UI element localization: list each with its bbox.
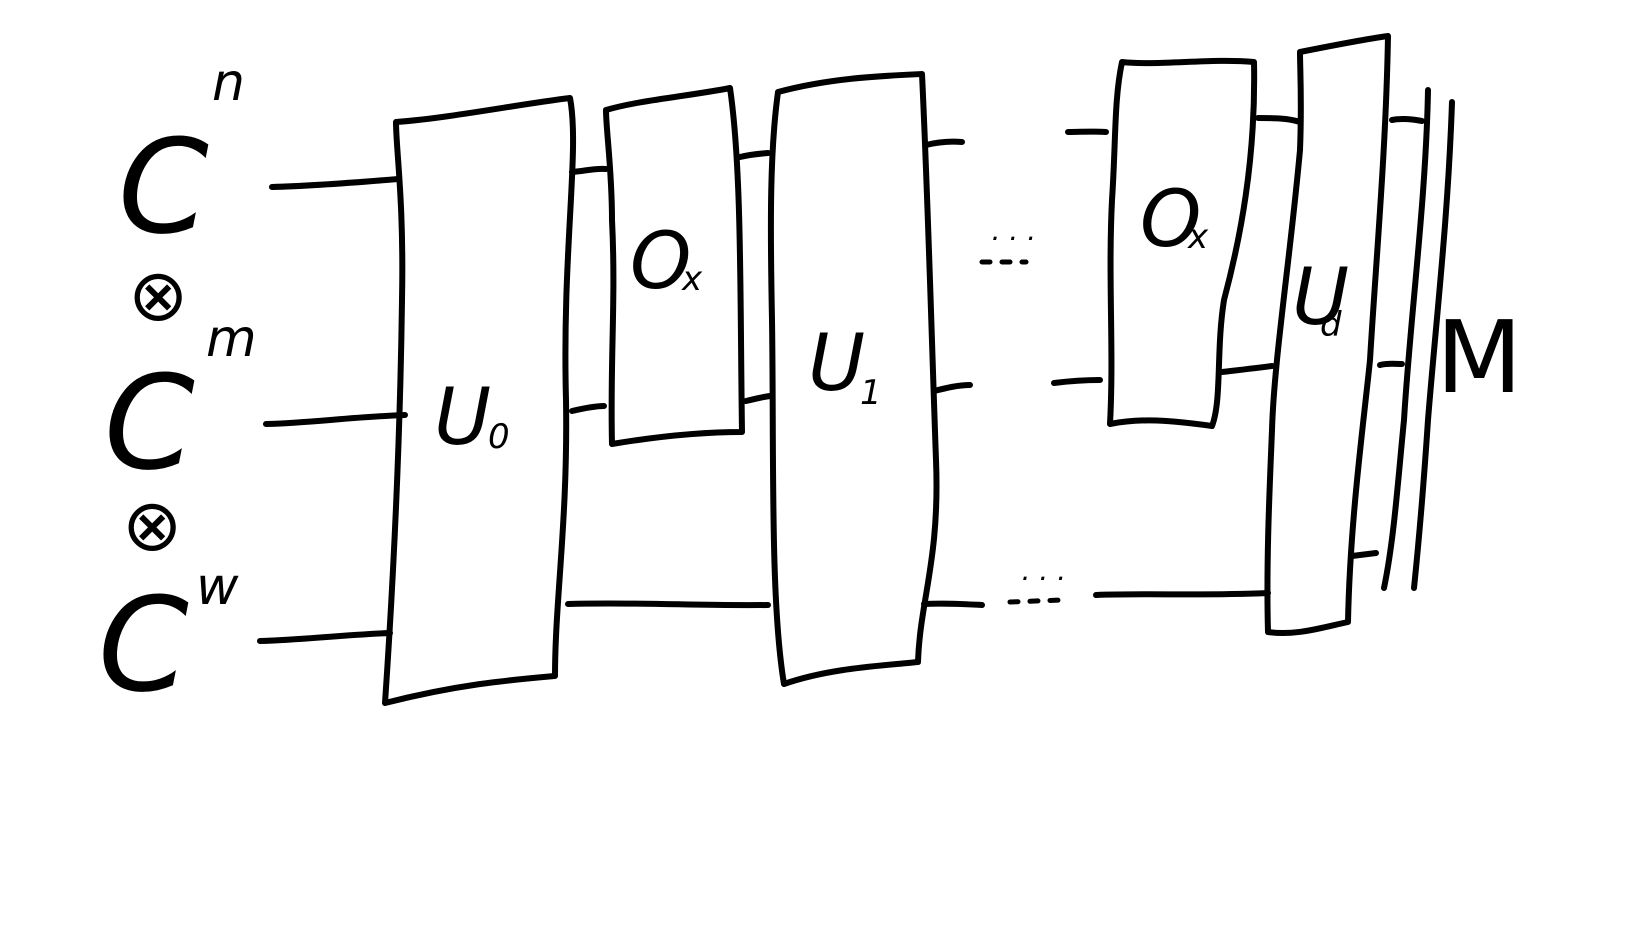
gate-ud: U d (1264, 33, 1391, 637)
input-space-m: C m (104, 309, 257, 499)
output-wire-top (1389, 115, 1425, 124)
wire-u1-out-middle (931, 382, 973, 394)
svg-text:n: n (212, 53, 245, 113)
wire-u1-out-top (923, 138, 965, 148)
svg-text:C: C (118, 111, 209, 263)
wire-ox-u1-bottom (743, 393, 773, 404)
input-space-n: C n (118, 53, 245, 263)
svg-text:O: O (1140, 175, 1201, 265)
measurement-label: M (1436, 299, 1522, 416)
gate-u0: U 0 (382, 95, 577, 706)
wire-ox2-ud-bottom (1219, 363, 1275, 375)
svg-text:C: C (104, 347, 195, 499)
svg-text:w: w (196, 557, 239, 617)
svg-text:x: x (1187, 217, 1209, 257)
input-wire-w (257, 630, 393, 644)
wire-u0-ox-top (569, 165, 609, 175)
wire-into-ud-bottom (1093, 590, 1271, 598)
svg-text:U: U (1292, 253, 1349, 343)
tensor-symbol-2: ⊗ (122, 483, 182, 567)
svg-text:0: 0 (488, 417, 510, 457)
measurement-bar-right (1411, 99, 1455, 591)
output-wire-middle (1377, 360, 1405, 368)
gate-ox-1: O x (603, 85, 745, 447)
gate-u1: U 1 (767, 71, 940, 687)
svg-text:O: O (630, 217, 691, 307)
input-space-w: C w (98, 557, 239, 721)
svg-text:d: d (1320, 305, 1342, 345)
svg-text:x: x (681, 259, 703, 299)
svg-text:1: 1 (860, 373, 882, 413)
svg-text:U: U (434, 373, 491, 463)
wire-ox2-ud-top (1255, 115, 1303, 125)
wire-u0-u1-bottom (565, 600, 771, 609)
wire-ox-u1-top (737, 150, 771, 160)
wire-u1-out-bottom (921, 600, 985, 608)
gate-ox-2: O x (1107, 57, 1258, 429)
wire-into-ox2-bottom (1051, 377, 1103, 386)
ellipsis-label-top: · · · (990, 222, 1035, 255)
wire-u0-ox-bottom (569, 403, 607, 414)
ellipsis-label-bottom: · · · (1020, 562, 1065, 595)
svg-text:m: m (206, 309, 257, 369)
ellipsis-bottom-line (1007, 597, 1065, 605)
svg-text:U: U (808, 319, 865, 409)
measurement-bar-left (1381, 87, 1431, 591)
tensor-symbol-1: ⊗ (128, 253, 188, 337)
input-wire-n (269, 176, 401, 190)
input-wire-m (263, 412, 408, 427)
svg-text:C: C (98, 569, 189, 721)
output-wire-bottom (1349, 550, 1379, 559)
